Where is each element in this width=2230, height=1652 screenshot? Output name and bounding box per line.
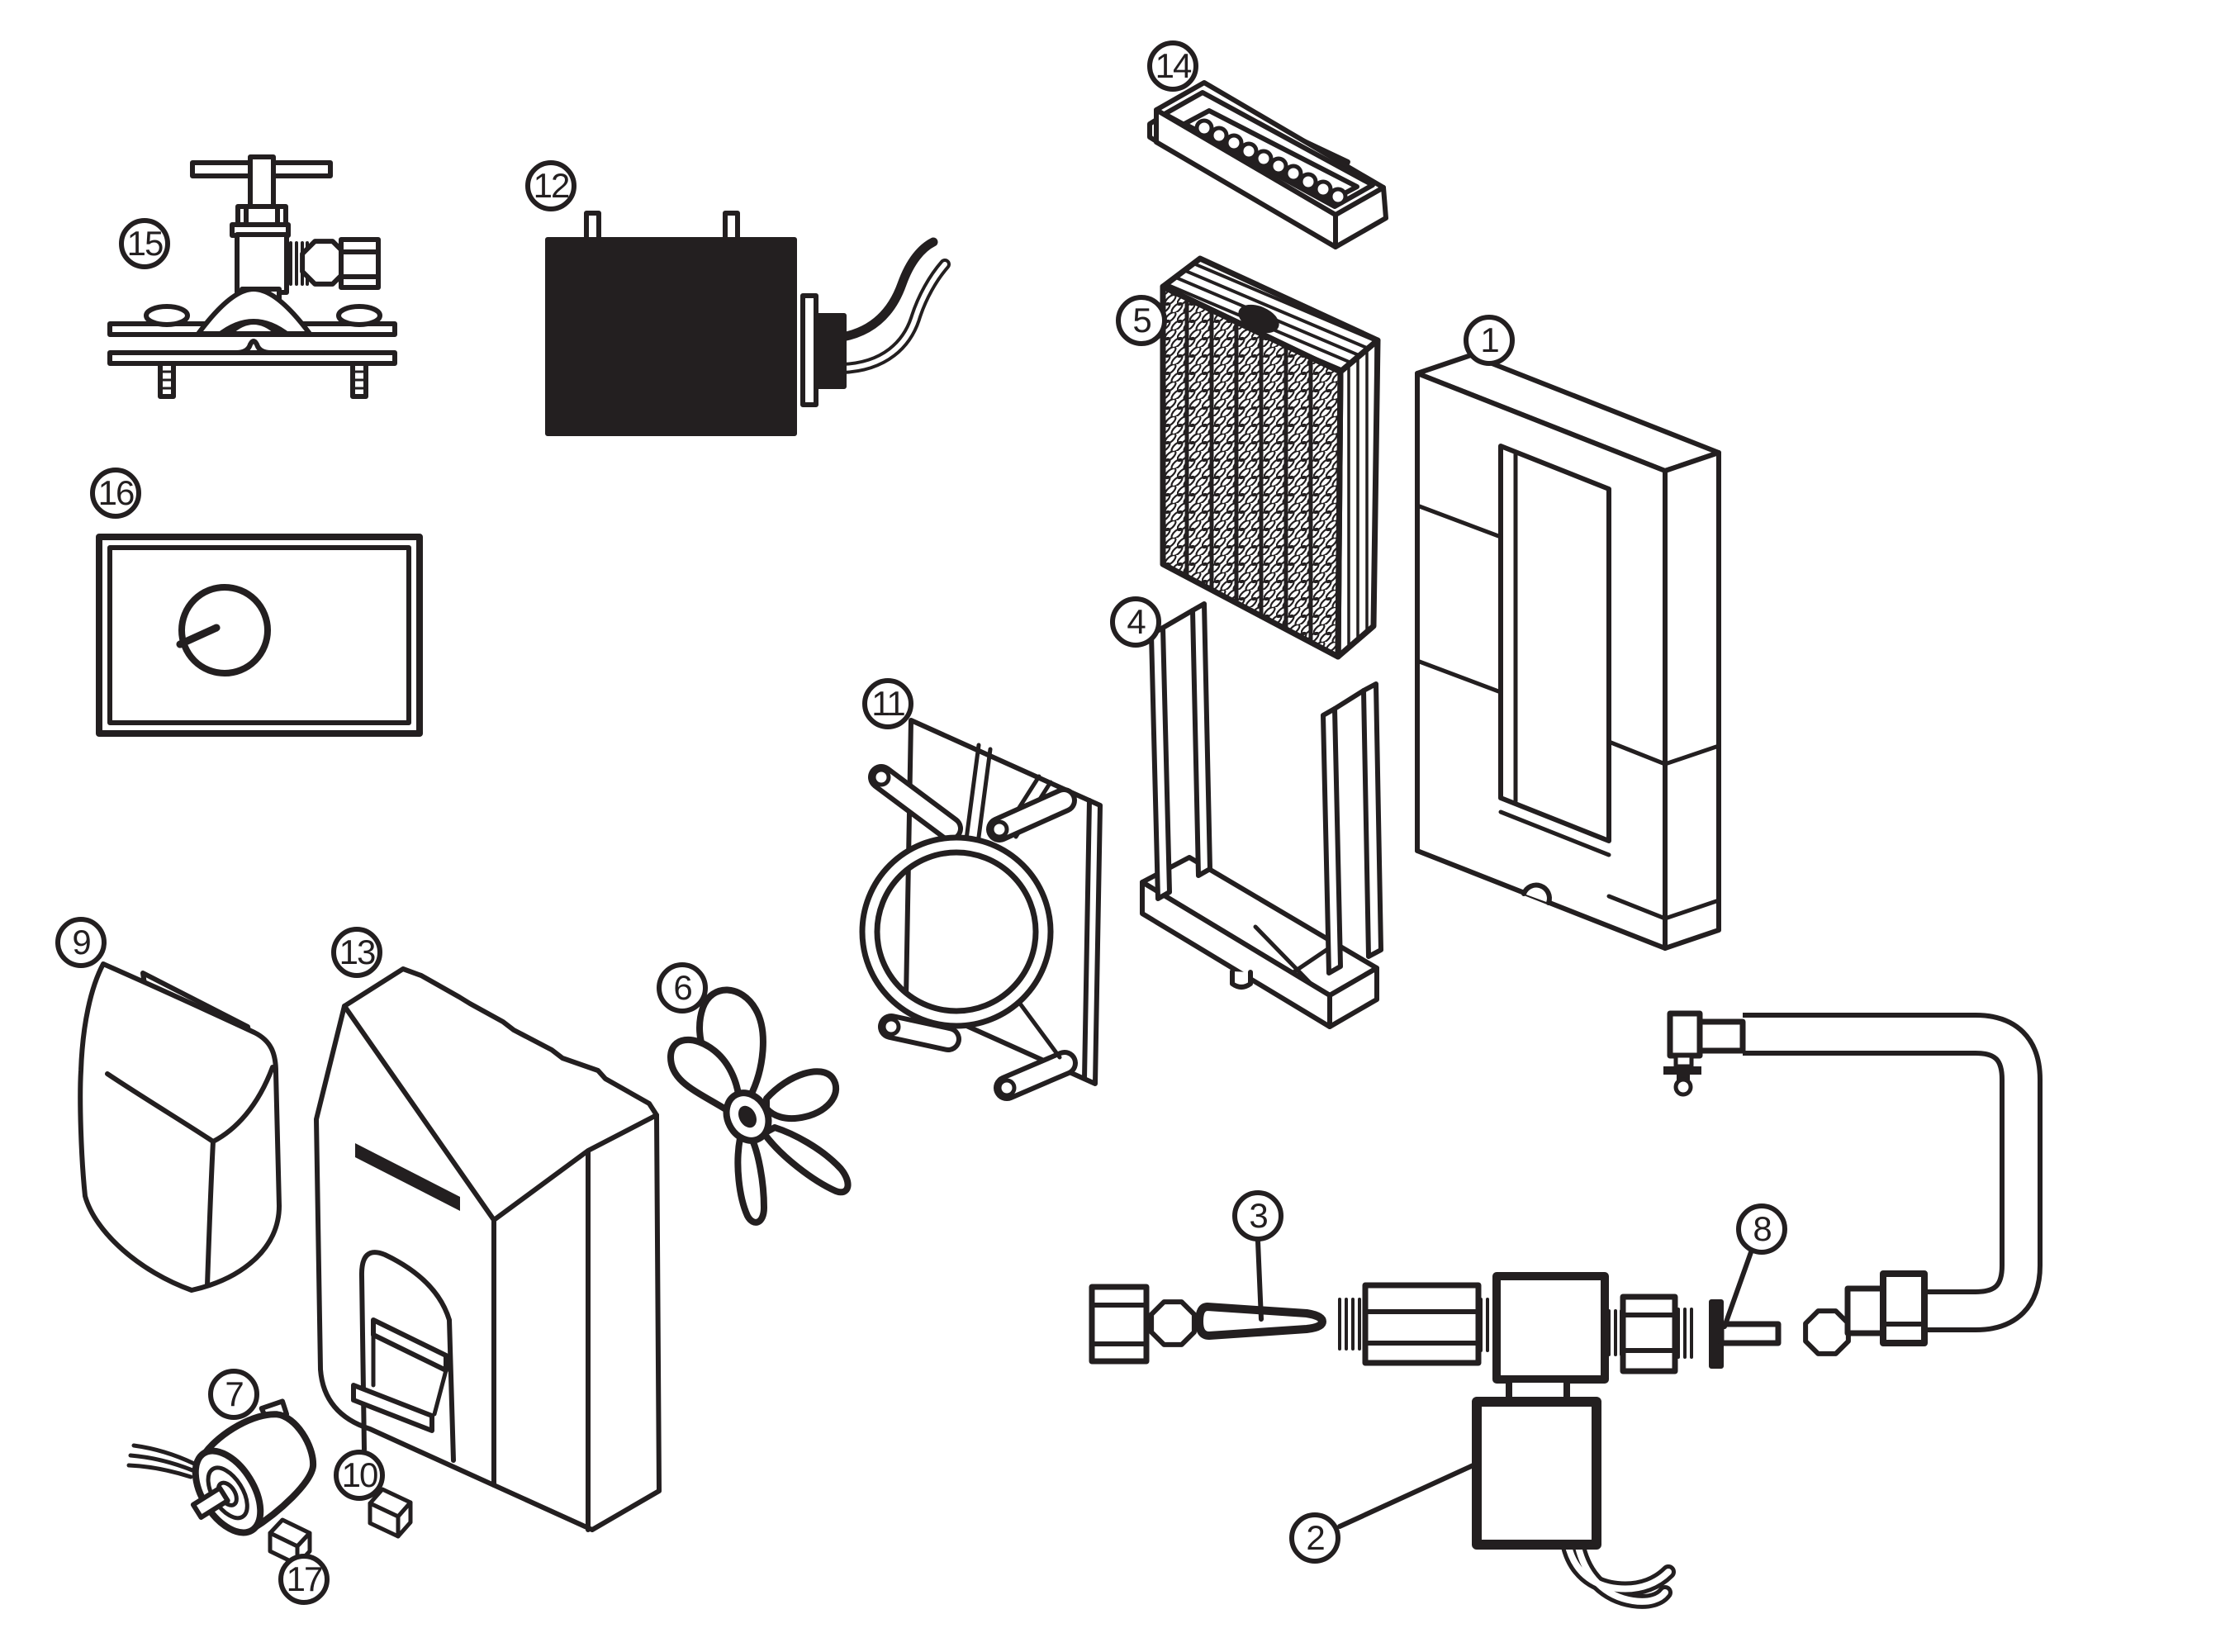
hex-nut: [1803, 1308, 1851, 1356]
part-2-solenoid-coil: [1472, 1397, 1601, 1550]
drain-stub: [1230, 969, 1253, 990]
housing-slot: [355, 1143, 460, 1211]
part-7-motor: [126, 1398, 317, 1536]
part-12-pump: [545, 211, 951, 436]
saddle-hump: [196, 287, 312, 336]
left-rail: [1149, 625, 1172, 901]
frame-side-face: [1663, 450, 1721, 951]
valve-body: [235, 232, 289, 295]
part-17-cube: [268, 1517, 312, 1567]
venturi-ring: [859, 834, 1054, 1029]
compression-nut: [1362, 1282, 1482, 1366]
threads: [1338, 1298, 1367, 1351]
part-8-stem: [1718, 1321, 1782, 1346]
housing-arch: [358, 1250, 456, 1463]
part-6-fan-blade: [667, 986, 852, 1226]
tube-elbow: [1667, 1010, 1703, 1059]
part-15-saddle-valve: [107, 154, 397, 399]
cover-body: [78, 961, 282, 1293]
tube-union: [1880, 1270, 1928, 1346]
wing-screw: [1673, 1077, 1693, 1097]
part-5-cooler-pad: [1160, 255, 1381, 660]
part-9-cover: [78, 961, 282, 1293]
motor-wires: [126, 1443, 197, 1479]
dial-knob: [178, 584, 271, 676]
supply-tube: [1663, 1010, 2043, 1346]
leader-2: [1337, 1461, 1479, 1529]
clamp-screw-head-left: [144, 304, 190, 327]
hex-nut: [1149, 1299, 1197, 1347]
part-13-housing: [314, 966, 662, 1532]
part-16-control-panel: [96, 534, 423, 737]
water-valve-assembly: [1089, 1272, 1851, 1609]
gasket-band: [216, 319, 291, 334]
compression-sleeve: [1089, 1284, 1150, 1365]
part-1-frame: [1415, 353, 1721, 951]
pad-dot: [1238, 304, 1279, 334]
callout-leaders: [1255, 1239, 1753, 1529]
ferrule-fitting: [339, 237, 381, 290]
housing-body: [314, 966, 662, 1532]
part-10-cube: [368, 1487, 413, 1539]
dial-pointer: [176, 624, 221, 648]
wire: [837, 237, 938, 342]
clamp-bottom-plate: [107, 350, 397, 366]
valve-stem: [248, 154, 276, 212]
right-rail: [1321, 706, 1343, 976]
clamp-screw-head-right: [336, 304, 382, 327]
part-11-fan-shroud: [859, 718, 1103, 1101]
part-4-pad-frame: [1140, 601, 1383, 1029]
distributor-holes: [1194, 118, 1348, 206]
connector-block: [814, 313, 847, 389]
standoff-legs: [868, 764, 1078, 1101]
leader-3: [1255, 1239, 1264, 1322]
motor-shaft: [190, 1485, 230, 1520]
pump-body: [545, 237, 797, 436]
motor-body: [201, 1411, 317, 1533]
frame-front-face: [1415, 371, 1668, 951]
valve-body: [1492, 1272, 1609, 1384]
outlet-threads: [289, 241, 309, 286]
part-14-water-trough: [1147, 80, 1388, 249]
pad-side: [1335, 337, 1381, 660]
leader-8: [1722, 1250, 1753, 1329]
frame-notch: [1521, 882, 1552, 905]
